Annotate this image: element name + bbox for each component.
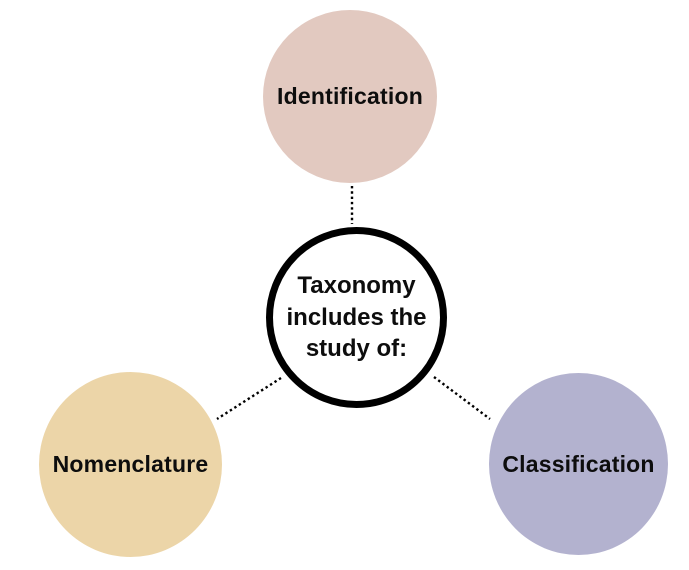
connector-center-to-nomenclature (216, 376, 282, 421)
node-identification-label: Identification (277, 83, 423, 109)
node-identification: Identification (263, 10, 437, 183)
center-node-label: Taxonomy includes the study of: (286, 271, 427, 363)
connector-center-to-classification (433, 376, 491, 420)
node-nomenclature-label: Nomenclature (52, 451, 209, 477)
node-classification: Classification (489, 373, 668, 555)
node-classification-label: Classification (502, 450, 655, 477)
node-nomenclature: Nomenclature (39, 372, 222, 557)
node-center-taxonomy: Taxonomy includes the study of: (266, 227, 447, 408)
